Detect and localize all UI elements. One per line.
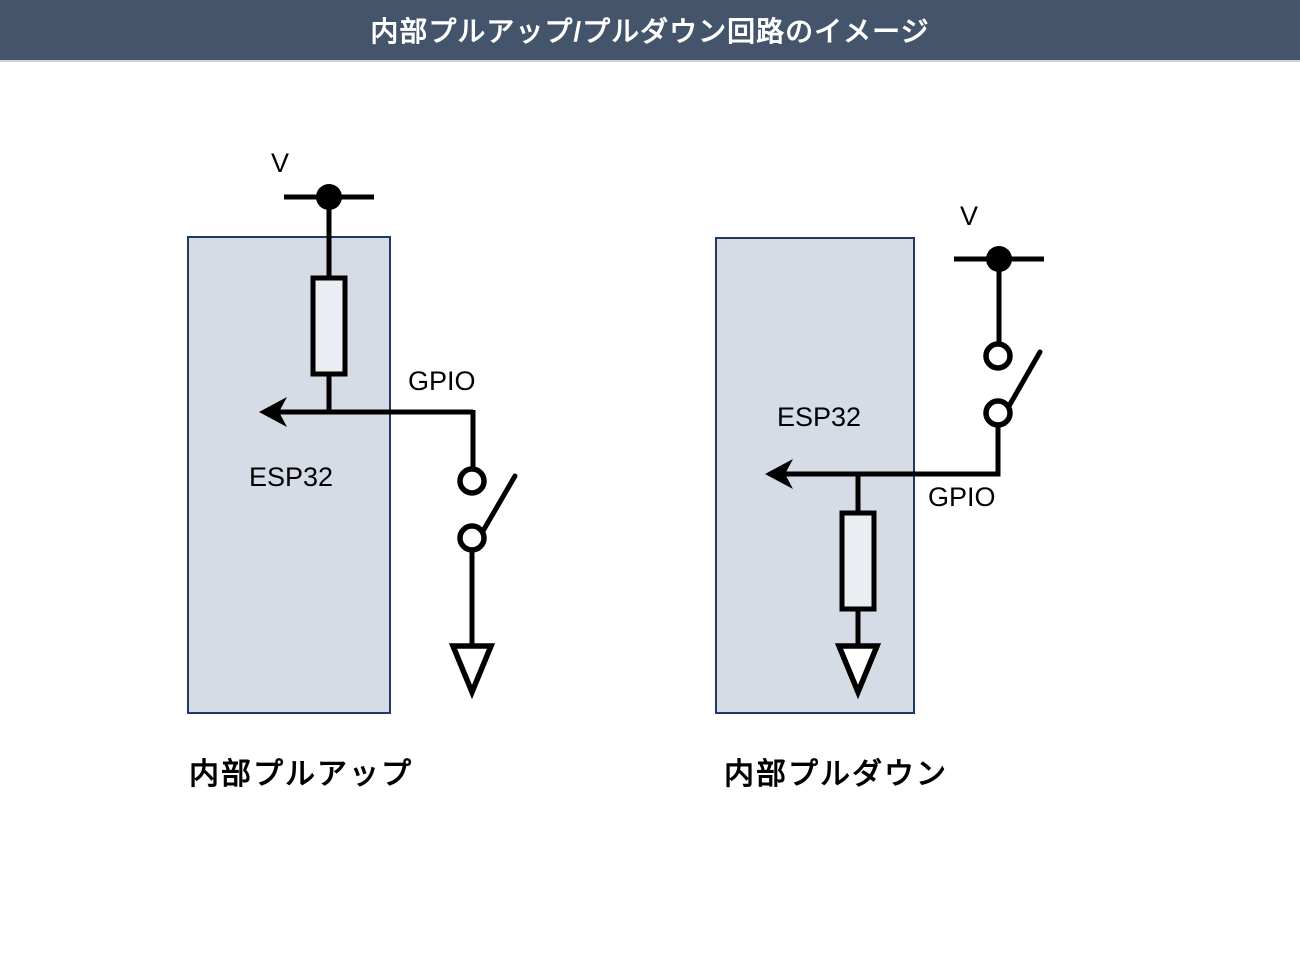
- pulldown-input-arrowhead-icon: [765, 459, 793, 489]
- pulldown-switch-lever-icon: [1006, 349, 1043, 409]
- pulldown-chip-label: ESP32: [777, 402, 862, 432]
- pullup-switch-lever-icon: [480, 473, 518, 534]
- pullup-voltage-label: V: [271, 148, 290, 178]
- pulldown-caption: 内部プルダウン: [724, 758, 948, 791]
- pulldown-voltage-label: V: [960, 201, 979, 231]
- pullup-input-arrowhead-icon: [259, 397, 287, 427]
- pullup-switch-bottom-contact-icon: [457, 523, 487, 553]
- page-title: 内部プルアップ/プルダウン回路のイメージ: [370, 16, 930, 47]
- pulldown-circuit: [715, 237, 1044, 714]
- pullup-circuit: [187, 184, 518, 714]
- pullup-gpio-label: GPIO: [408, 366, 476, 396]
- pulldown-switch-top-contact-icon: [983, 341, 1013, 371]
- pulldown-gpio-label: GPIO: [928, 482, 996, 512]
- pulldown-resistor-icon: [839, 510, 877, 612]
- pullup-caption: 内部プルアップ: [189, 758, 413, 791]
- pullup-ground-icon: [448, 643, 496, 700]
- pullup-resistor-icon: [310, 275, 348, 377]
- pulldown-ground-icon: [834, 643, 882, 700]
- pulldown-gpio-wire: [782, 425, 1001, 477]
- pullup-chip-label: ESP32: [249, 462, 334, 492]
- pulldown-switch-bottom-contact-icon: [983, 398, 1013, 428]
- pullup-switch-top-contact-icon: [457, 466, 487, 496]
- title-bar: 内部プルアップ/プルダウン回路のイメージ: [0, 0, 1300, 62]
- pullup-esp32-chip-rect: [187, 236, 391, 714]
